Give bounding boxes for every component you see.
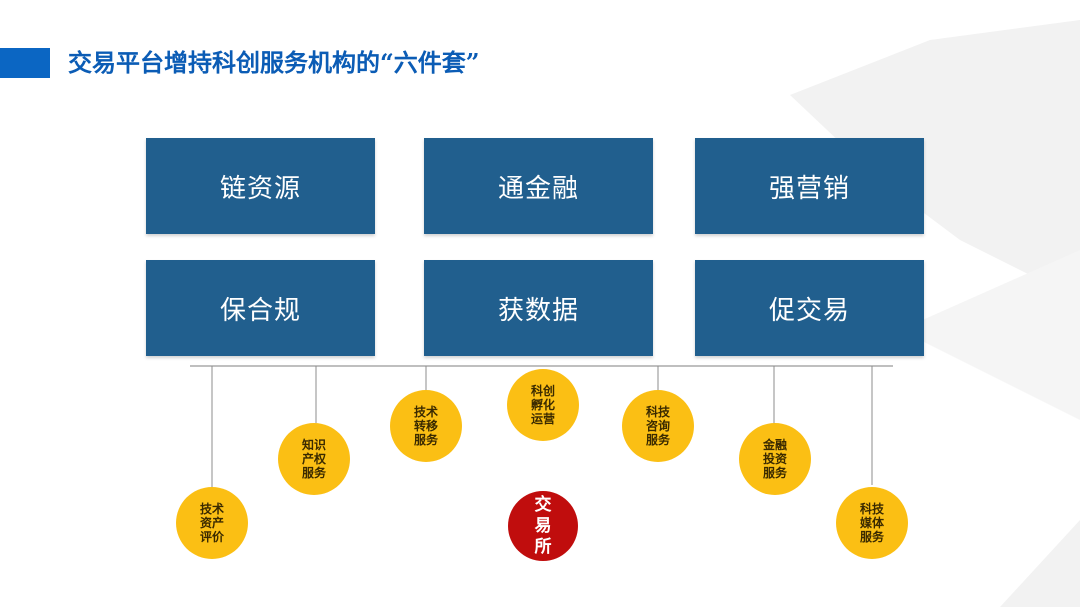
box-marketing: 强营销	[695, 138, 924, 234]
service-media: 科技媒体服务	[836, 487, 908, 559]
box-finance: 通金融	[424, 138, 653, 234]
box-compliance: 保合规	[146, 260, 375, 356]
service-tech-transfer: 技术转移服务	[390, 390, 462, 462]
exchange-center: 交易所	[508, 491, 578, 561]
box-trading: 促交易	[695, 260, 924, 356]
service-finance-investment: 金融投资服务	[739, 423, 811, 495]
service-consulting: 科技咨询服务	[622, 390, 694, 462]
box-data: 获数据	[424, 260, 653, 356]
page-title: 交易平台增持科创服务机构的“六件套”	[68, 48, 480, 77]
service-tech-asset-evaluation: 技术资产评价	[176, 487, 248, 559]
service-ip: 知识产权服务	[278, 423, 350, 495]
service-incubation: 科创孵化运营	[507, 369, 579, 441]
title-accent-bar	[0, 48, 50, 78]
box-chain-resources: 链资源	[146, 138, 375, 234]
